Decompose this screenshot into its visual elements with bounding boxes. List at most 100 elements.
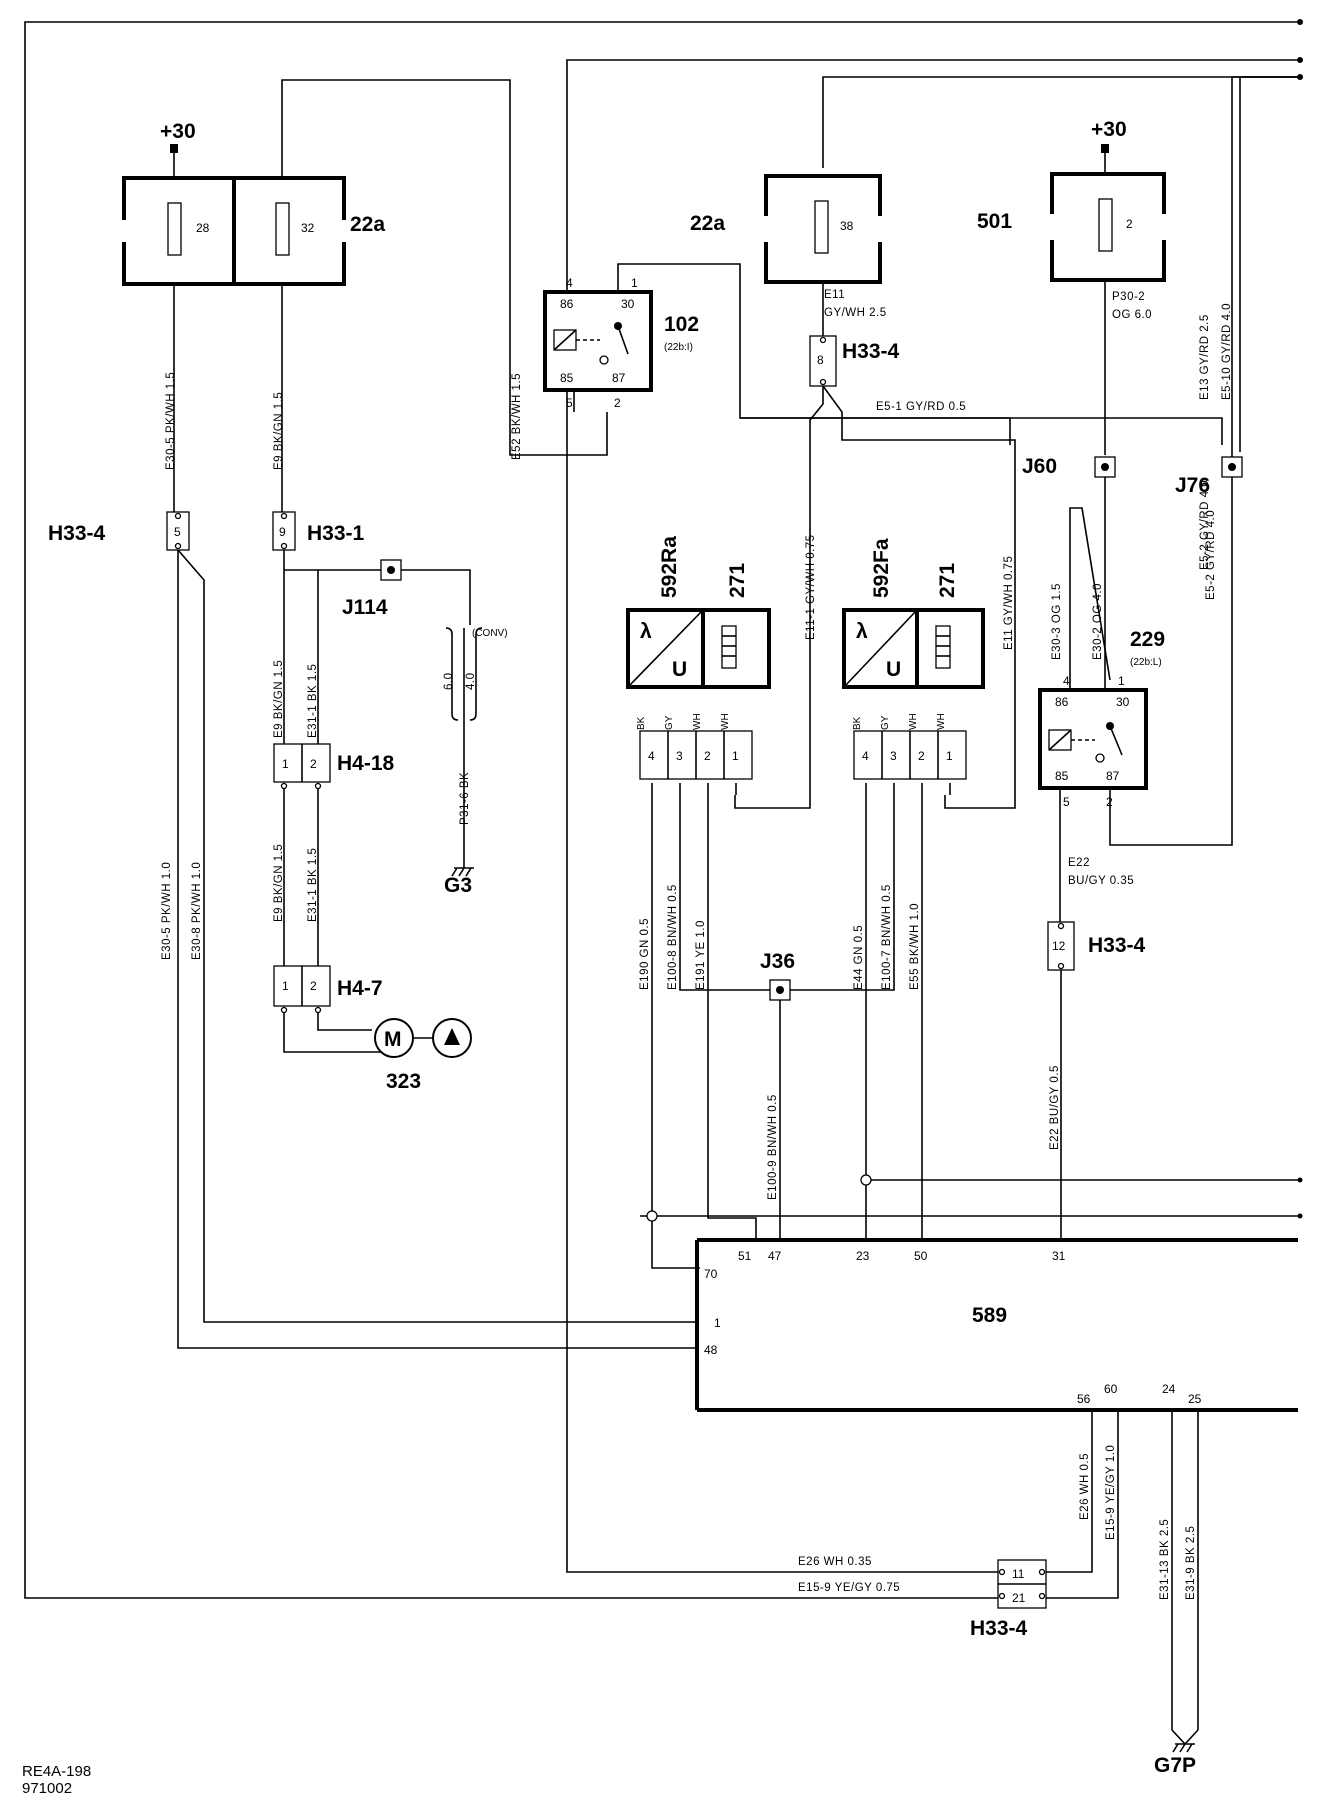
svg-text:E11: E11 [824, 289, 845, 301]
svg-text:H4-18: H4-18 [337, 752, 395, 775]
splice-j60: J60 [1022, 455, 1116, 478]
svg-text:E52 BK/WH 1.5: E52 BK/WH 1.5 [511, 373, 523, 460]
svg-text:4: 4 [1063, 674, 1070, 688]
svg-text:P30-2: P30-2 [1112, 291, 1145, 303]
plus30-terminal-left [170, 144, 178, 153]
svg-text:21: 21 [1012, 1591, 1026, 1605]
svg-text:J114: J114 [342, 596, 388, 619]
top-bus-lines [24, 19, 1303, 1599]
svg-text:501: 501 [977, 210, 1012, 233]
svg-text:4: 4 [566, 276, 573, 290]
svg-text:U: U [672, 658, 687, 681]
svg-text:592Fa: 592Fa [870, 538, 893, 598]
fuse-block-22a-left: +30 28 32 22a [121, 120, 385, 286]
svg-text:E11 GY/WH 0.75: E11 GY/WH 0.75 [1003, 556, 1015, 650]
svg-text:E31-1 BK 1.5: E31-1 BK 1.5 [307, 664, 319, 738]
svg-text:38: 38 [840, 219, 854, 233]
svg-text:GY/WH 2.5: GY/WH 2.5 [824, 307, 887, 319]
svg-text:WH: WH [936, 713, 947, 730]
svg-text:6.0: 6.0 [443, 673, 455, 691]
oxygen-sensor-592fa: 592Fa 271 λ U BK GY WH WH 4 3 2 1 [842, 538, 985, 780]
fuse-2-block-501: +30 2 501 [977, 118, 1167, 282]
svg-text:1: 1 [732, 749, 739, 763]
svg-text:8: 8 [817, 353, 824, 367]
fuse-32-icon [275, 202, 290, 256]
svg-text:E30-8 PK/WH 1.0: E30-8 PK/WH 1.0 [191, 862, 203, 960]
heater-icon [721, 625, 737, 669]
svg-text:9: 9 [279, 525, 286, 539]
svg-text:WH: WH [720, 713, 731, 730]
fuse-28-icon [167, 202, 182, 256]
svg-text:31: 31 [1052, 1249, 1066, 1263]
svg-text:G3: G3 [444, 874, 472, 897]
svg-text:86: 86 [1055, 695, 1069, 709]
svg-text:70: 70 [704, 1267, 718, 1281]
ground-g3-icon: G3 [444, 867, 474, 897]
connector-h4-18: 1 2 H4-18 [273, 743, 395, 790]
svg-text:51: 51 [738, 1249, 752, 1263]
svg-text:(CONV): (CONV) [472, 628, 508, 639]
svg-text:4.0: 4.0 [465, 673, 477, 691]
relay-229: 86 30 85 87 4 1 5 2 229 (22b:L) [1038, 628, 1165, 809]
svg-text:1: 1 [946, 749, 953, 763]
svg-text:E100-9 BN/WH 0.5: E100-9 BN/WH 0.5 [767, 1094, 779, 1200]
fuse-38-block: 38 22a [690, 174, 883, 284]
svg-text:48: 48 [704, 1343, 718, 1357]
svg-text:H33-4: H33-4 [48, 522, 106, 545]
svg-text:WH: WH [692, 713, 703, 730]
connector-h33-4-left: 5 H33-4 [48, 511, 190, 551]
svg-text:E26 WH 0.35: E26 WH 0.35 [798, 1556, 872, 1568]
svg-text:1: 1 [282, 979, 289, 993]
svg-text:E11-1 GY/WH 0.75: E11-1 GY/WH 0.75 [805, 534, 817, 640]
svg-text:H33-4: H33-4 [842, 340, 900, 363]
svg-text:1: 1 [1118, 674, 1125, 688]
fuse-2-icon [1098, 198, 1113, 252]
svg-text:25: 25 [1188, 1392, 1202, 1406]
svg-text:H33-1: H33-1 [307, 522, 365, 545]
svg-text:E5-2 GY/RD 4.0: E5-2 GY/RD 4.0 [1205, 510, 1217, 600]
plus30-terminal-right [1101, 144, 1109, 153]
fuse-block-label: 22a [350, 213, 385, 236]
svg-text:E9 BK/GN 1.5: E9 BK/GN 1.5 [273, 844, 285, 922]
ecu-589: 589 51 47 23 50 31 70 1 48 56 60 24 25 [695, 1238, 1298, 1412]
svg-text:86: 86 [560, 297, 574, 311]
svg-text:229: 229 [1130, 628, 1165, 651]
svg-text:2: 2 [310, 757, 317, 771]
svg-text:G7P: G7P [1154, 1754, 1196, 1777]
svg-text:12: 12 [1052, 939, 1066, 953]
svg-text:32: 32 [301, 221, 315, 235]
svg-text:589: 589 [972, 1304, 1007, 1327]
svg-text:E100-7 BN/WH 0.5: E100-7 BN/WH 0.5 [881, 884, 893, 990]
svg-text:λ: λ [856, 620, 868, 643]
svg-text:E5-10 GY/RD 4.0: E5-10 GY/RD 4.0 [1221, 303, 1233, 400]
svg-text:BK: BK [852, 716, 863, 730]
svg-text:E55 BK/WH 1.0: E55 BK/WH 1.0 [909, 903, 921, 990]
svg-text:5: 5 [1063, 795, 1070, 809]
svg-text:E30-3 OG 1.5: E30-3 OG 1.5 [1051, 583, 1063, 660]
svg-text:2: 2 [1126, 217, 1133, 231]
svg-text:4: 4 [862, 749, 869, 763]
svg-text:E30-5 PK/WH 1.0: E30-5 PK/WH 1.0 [161, 862, 173, 960]
svg-text:85: 85 [1055, 769, 1069, 783]
svg-text:E15-9 YE/GY 1.0: E15-9 YE/GY 1.0 [1105, 1445, 1117, 1540]
svg-text:102: 102 [664, 313, 699, 336]
svg-text:22a: 22a [690, 212, 725, 235]
svg-text:87: 87 [612, 371, 626, 385]
svg-text:OG 6.0: OG 6.0 [1112, 309, 1152, 321]
svg-text:30: 30 [1116, 695, 1130, 709]
oxygen-sensor-592ra: 592Ra 271 λ U BK GY WH WH 4 3 2 1 [626, 536, 771, 780]
splice-j36: J36 [760, 950, 795, 1001]
svg-text:87: 87 [1106, 769, 1120, 783]
svg-text:E22: E22 [1068, 857, 1090, 869]
svg-text:GY: GY [664, 715, 675, 730]
svg-text:E9 BK/GN 1.5: E9 BK/GN 1.5 [273, 660, 285, 738]
connector-h33-4-bottom: 11 21 H33-4 [970, 1559, 1047, 1640]
svg-text:H33-4: H33-4 [1088, 934, 1146, 957]
svg-text:(22b:L): (22b:L) [1130, 657, 1162, 668]
svg-text:GY: GY [880, 715, 891, 730]
svg-text:E15-9 YE/GY 0.75: E15-9 YE/GY 0.75 [798, 1582, 900, 1594]
svg-text:E100-8 BN/WH 0.5: E100-8 BN/WH 0.5 [667, 884, 679, 990]
svg-text:1: 1 [714, 1316, 721, 1330]
svg-text:323: 323 [386, 1070, 421, 1093]
